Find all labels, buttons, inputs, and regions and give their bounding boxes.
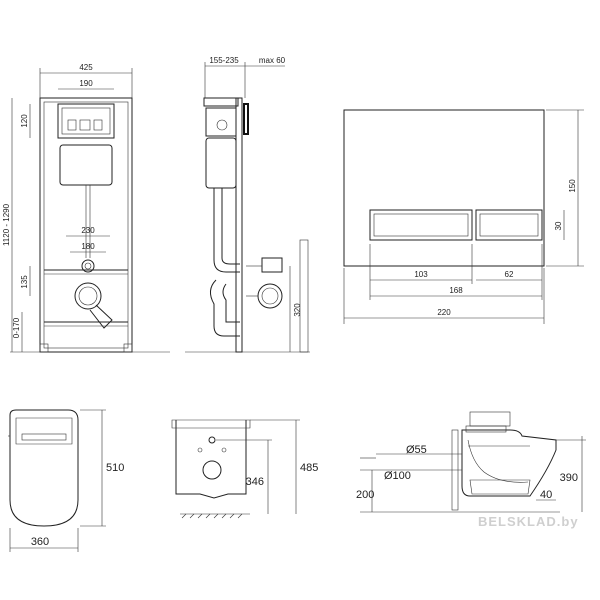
dim-bowl-length: 510 [106,462,124,474]
dim-install-bowl-height: 390 [560,472,578,484]
dim-frame-width: 425 [79,63,93,72]
frame-side-view: 155-235 max 60 320 [185,56,310,353]
dim-pipe-small: Ø55 [406,444,427,456]
dim-drain-spacing-inner: 180 [81,242,95,251]
dim-floor-adjust: 0-170 [12,317,21,338]
dim-max-depth: max 60 [259,56,286,65]
dim-left-button: 103 [414,270,428,279]
dim-frame-height: 1120 - 1290 [2,203,11,246]
dim-button-height: 30 [554,221,563,230]
dim-bowl-width: 360 [31,536,49,548]
dim-drain-spacing-outer: 230 [81,226,95,235]
flush-plate-view: 150 30 103 62 168 220 [343,109,584,324]
dim-frame-depth: 155-235 [209,56,239,65]
dim-install-offset: 40 [540,489,552,501]
dim-pipe-height: 200 [356,489,374,501]
dim-right-button: 62 [505,270,514,279]
dim-bowl-height: 346 [246,476,264,488]
installed-side-view: Ø55 Ø100 200 390 40 [356,411,586,513]
dim-plate-total-height: 150 [568,179,577,193]
dim-plate-height: 120 [20,114,29,128]
dim-pipe-large: Ø100 [384,470,411,482]
dim-bowl-total-height: 485 [300,462,318,474]
dim-buttons-total: 168 [449,286,463,295]
dim-plate-width-total: 220 [437,308,451,317]
dim-drain-height: 135 [20,275,29,289]
dim-plate-width: 190 [79,79,93,88]
frame-front-view: 425 190 120 1120 - 1290 230 180 135 0-17… [2,63,170,353]
bowl-top-view: 510 360 [8,409,124,552]
bowl-back-view: 346 485 [171,419,318,519]
watermark: BELSKLAD.by [478,514,579,529]
dim-outlet-height: 320 [293,303,302,317]
